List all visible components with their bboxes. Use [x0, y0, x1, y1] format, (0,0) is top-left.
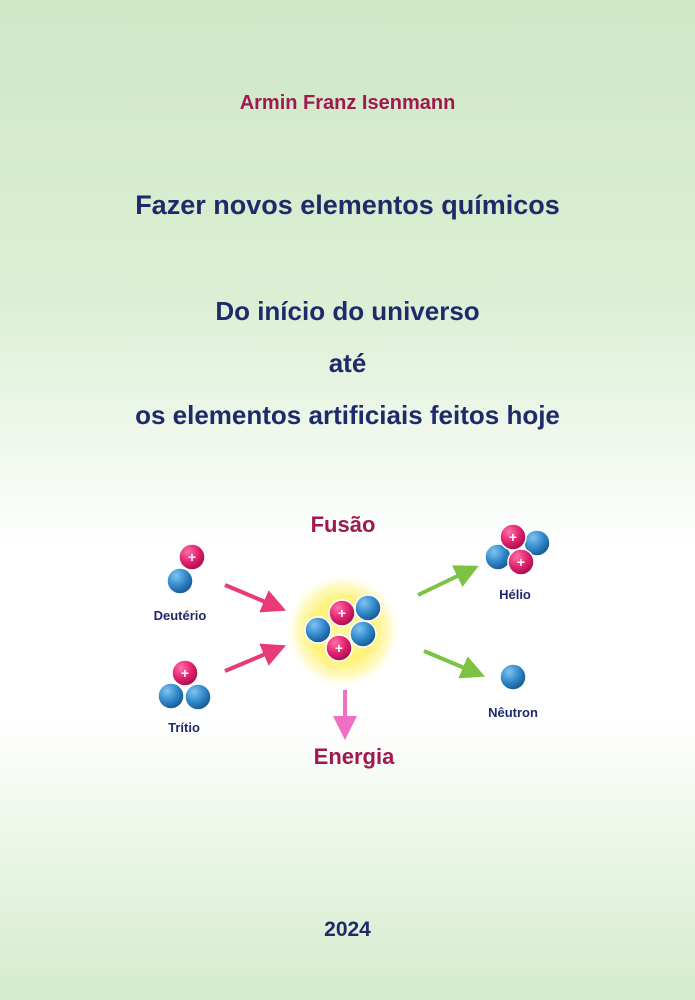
arrow-helium-out: [417, 565, 479, 597]
book-title: Fazer novos elementos químicos: [135, 190, 560, 220]
publication-year: 2024: [324, 918, 371, 941]
tritium-nucleus: +: [157, 659, 212, 711]
deuterium-label: Deutério: [154, 608, 207, 623]
arrow-tritium-in: [224, 643, 287, 673]
author-name: Armin Franz Isenmann: [239, 92, 456, 114]
deuterium-nucleus: +: [166, 543, 206, 595]
proton-sign: +: [335, 640, 343, 656]
free-neutron: [499, 663, 527, 691]
proton-sign: +: [338, 605, 346, 621]
helium-nucleus: + +: [484, 523, 551, 576]
subtitle-line-2: até: [328, 348, 367, 378]
helium-label: Hélio: [499, 587, 531, 602]
proton-sign: +: [181, 665, 189, 681]
fusion-glow: [285, 573, 401, 689]
proton-sign: +: [517, 554, 525, 570]
tritium-label: Trítio: [168, 720, 200, 735]
arrow-neutron-out: [423, 649, 486, 679]
fusion-nucleus: + +: [304, 594, 382, 662]
neutron-label: Nêutron: [488, 705, 538, 720]
subtitle-line-3: os elementos artificiais feitos hoje: [135, 400, 560, 430]
proton-sign: +: [509, 529, 517, 545]
book-subtitle: Do início do universo até os elementos a…: [0, 285, 695, 441]
energy-label: Energia: [314, 744, 395, 769]
subtitle-line-1: Do início do universo: [215, 296, 480, 326]
fusion-label: Fusão: [311, 512, 376, 537]
proton-sign: +: [188, 549, 196, 565]
arrow-deuterium-in: [224, 583, 287, 613]
